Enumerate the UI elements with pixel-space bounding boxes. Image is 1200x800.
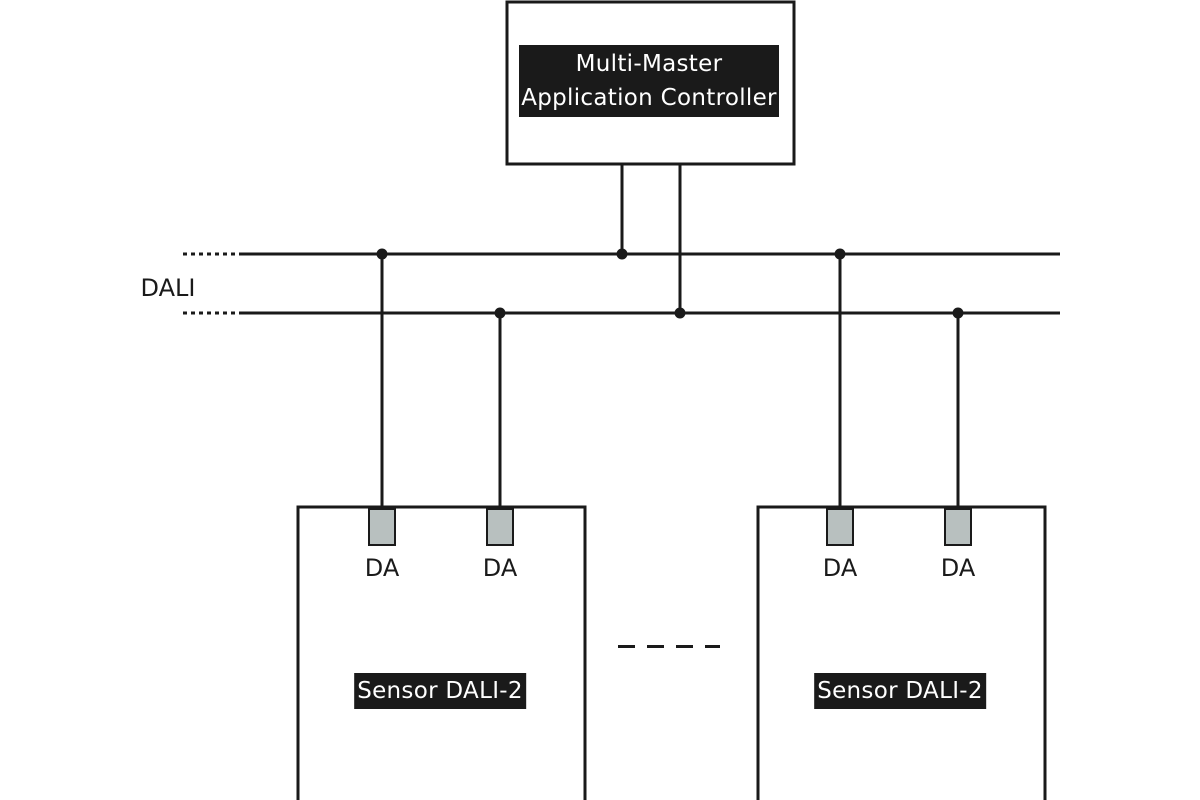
terminal-label: DA [940, 554, 976, 582]
terminal-block [486, 508, 514, 546]
junction-dot [616, 248, 628, 260]
sensor-box-2 [756, 505, 1047, 800]
controller-title: Multi-Master Application Controller [519, 45, 779, 117]
junction-dot [834, 248, 846, 260]
controller-title-line-2: Application Controller [521, 85, 777, 111]
sensor-title: Sensor DALI-2 [354, 673, 526, 709]
terminal-block [944, 508, 972, 546]
sensor-title: Sensor DALI-2 [814, 673, 986, 709]
controller-title-line-1: Multi-Master [575, 51, 723, 77]
junction-dot [674, 307, 686, 319]
terminal-label: DA [364, 554, 400, 582]
terminal-block [826, 508, 854, 546]
junction-dot [494, 307, 506, 319]
junction-dot [952, 307, 964, 319]
terminal-label: DA [822, 554, 858, 582]
continuation-dashes [618, 645, 720, 648]
terminal-block [368, 508, 396, 546]
terminal-label: DA [482, 554, 518, 582]
sensor-box-1 [296, 505, 587, 800]
bus-label: DALI [140, 274, 196, 302]
junction-dot [376, 248, 388, 260]
